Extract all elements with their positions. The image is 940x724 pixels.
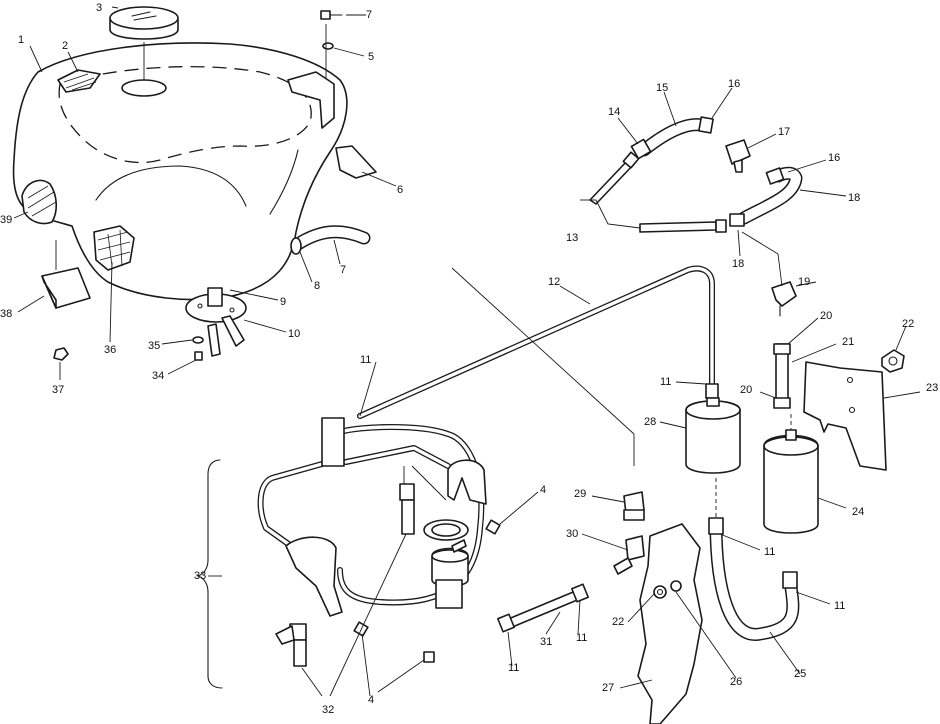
callout-11-filter: 11 [660, 376, 672, 388]
hose-19-20-21 [771, 281, 797, 409]
rail-clamp-left [285, 536, 343, 617]
callout-34: 34 [152, 370, 165, 382]
fuel-filter-24 [763, 429, 819, 534]
bolt-4-lower [353, 621, 435, 663]
pipe-13 [589, 151, 727, 233]
injector-upper [399, 465, 447, 535]
tank-mount-bracket [287, 71, 377, 179]
callout-17: 17 [778, 126, 791, 138]
callout-16-right: 16 [828, 152, 841, 164]
nut-22-top [881, 349, 905, 373]
screw-34 [194, 351, 203, 361]
callout-11-right: 11 [834, 600, 846, 612]
callout-19: 19 [798, 276, 811, 288]
fuel-filter-28 [685, 397, 741, 474]
o-ring-gasket [423, 519, 469, 541]
callout-16-top: 16 [728, 78, 741, 90]
vent-hose [290, 225, 371, 255]
callout-8: 8 [314, 280, 321, 292]
fitting-30 [613, 535, 645, 575]
callout-24: 24 [852, 506, 865, 518]
pressure-regulator [431, 539, 469, 609]
u-hose-25 [708, 517, 800, 641]
tank-emblem-top [57, 69, 101, 93]
callout-23: 23 [926, 382, 939, 394]
callout-27: 27 [602, 682, 615, 694]
callout-4-lower: 4 [368, 694, 375, 706]
fuel-rail-frame [257, 424, 485, 606]
tank-knee-pad-front [21, 179, 58, 225]
callout-32: 32 [322, 704, 335, 716]
nut-37 [53, 347, 69, 361]
fitting-29 [623, 491, 645, 521]
callout-9: 9 [280, 296, 287, 308]
rubber-mount-block [41, 240, 91, 309]
callout-22-plate: 22 [612, 616, 625, 628]
callout-11-frame: 11 [360, 354, 372, 366]
washer-35 [192, 336, 204, 344]
callout-37: 37 [52, 384, 65, 396]
callout-33: 33 [194, 570, 207, 582]
callout-18-lower: 18 [732, 258, 745, 270]
callout-6: 6 [397, 184, 404, 196]
callout-15: 15 [656, 82, 669, 94]
callout-39: 39 [0, 214, 13, 226]
callout-11-u-hose: 11 [764, 546, 776, 558]
injector-lower [275, 623, 307, 667]
leader-lines [13, 6, 921, 697]
filter-bracket-23 [803, 361, 887, 471]
callout-20-lower: 20 [740, 384, 753, 396]
fuel-hose-right [729, 166, 803, 227]
callout-7-hose: 7 [340, 264, 347, 276]
callout-3: 3 [96, 2, 103, 14]
callout-14: 14 [608, 106, 621, 118]
t-fitting [725, 139, 751, 173]
fuel-hose-upper [630, 116, 714, 160]
fuel-line-12 [357, 265, 719, 419]
callout-5: 5 [368, 51, 375, 63]
callout-28: 28 [644, 416, 657, 428]
callout-11-pipe-end: 11 [508, 662, 520, 674]
callout-21: 21 [842, 336, 855, 348]
callout-31: 31 [540, 636, 553, 648]
callout-12: 12 [548, 276, 561, 288]
fuel-cap [109, 6, 179, 80]
callout-11-pipe: 11 [576, 632, 588, 644]
callout-18-right: 18 [848, 192, 861, 204]
callout-20-top: 20 [820, 310, 833, 322]
callout-1: 1 [18, 34, 25, 46]
bracket-brace-33 [196, 459, 223, 689]
callout-13: 13 [566, 232, 579, 244]
callout-29: 29 [574, 488, 587, 500]
callout-25: 25 [794, 668, 807, 680]
callout-26: 26 [730, 676, 743, 688]
rail-clamp-right [447, 459, 487, 505]
callout-22-top: 22 [902, 318, 915, 330]
bolt-4-right [485, 519, 501, 535]
callout-30: 30 [566, 528, 579, 540]
callout-7-top: 7 [366, 9, 373, 21]
callout-4-right: 4 [540, 484, 547, 496]
rail-post-left [321, 417, 345, 467]
callout-38: 38 [0, 308, 13, 320]
fuel-pump-flange [185, 287, 247, 357]
tank-knee-pad-side [93, 225, 135, 271]
callout-2: 2 [62, 40, 69, 52]
callout-10: 10 [288, 328, 301, 340]
mounting-plate-27 [637, 523, 703, 724]
callout-35: 35 [148, 340, 161, 352]
callout-36: 36 [104, 344, 117, 356]
pipe-31 [497, 583, 589, 633]
